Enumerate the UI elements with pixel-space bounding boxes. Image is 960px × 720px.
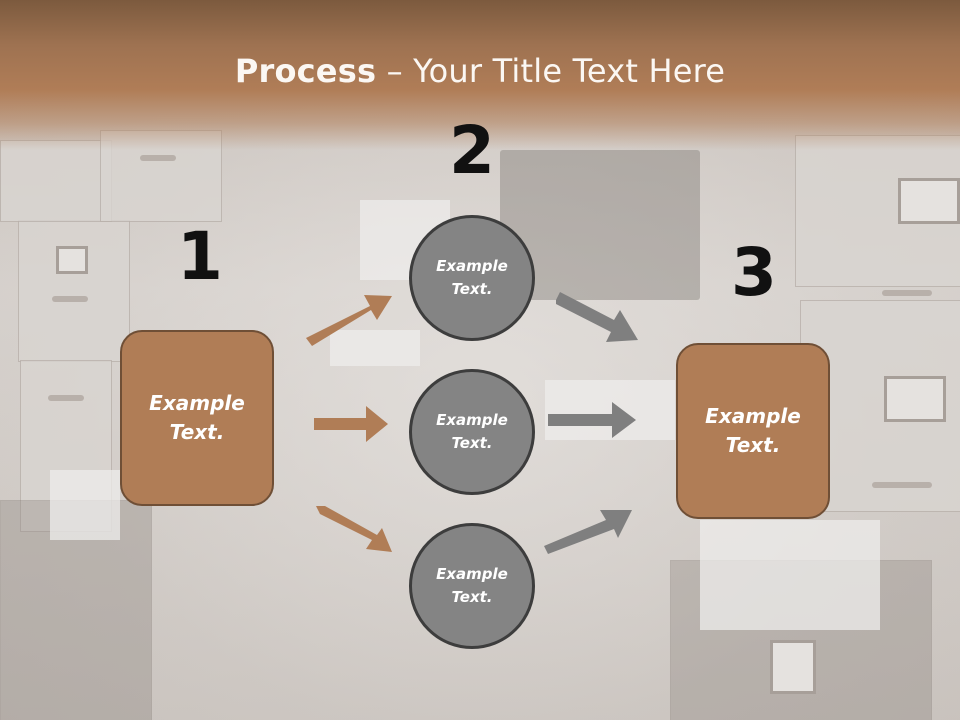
arrow-to-circle-1	[306, 295, 392, 346]
step-number-1: 1	[177, 218, 223, 295]
circle-3-line1: Example	[436, 565, 508, 583]
circle-2-line2: Text.	[451, 434, 493, 452]
circle-1-line2: Text.	[451, 280, 493, 298]
arrow-from-circle-2	[548, 402, 636, 438]
start-box-line2: Text.	[169, 420, 225, 444]
title-bold: Process	[234, 52, 377, 90]
title-bar	[0, 0, 960, 150]
end-box-line1: Example	[705, 404, 801, 428]
start-box: Example Text.	[120, 330, 274, 506]
arrow-from-circle-3	[544, 510, 632, 554]
process-circle-1: Example Text.	[409, 215, 535, 341]
end-box: Example Text.	[676, 343, 830, 519]
circle-1-line1: Example	[436, 257, 508, 275]
circle-3-line2: Text.	[451, 588, 493, 606]
end-box-line2: Text.	[725, 433, 781, 457]
process-circle-3: Example Text.	[409, 523, 535, 649]
process-circle-2: Example Text.	[409, 369, 535, 495]
step-number-3: 3	[731, 234, 777, 311]
title-rest: – Your Title Text Here	[376, 52, 726, 90]
start-box-line1: Example	[149, 391, 245, 415]
arrow-to-circle-2	[314, 406, 388, 442]
arrow-to-circle-3	[316, 506, 392, 552]
arrow-from-circle-1	[556, 292, 638, 342]
page-title: Process – Your Title Text Here	[0, 52, 960, 90]
circle-2-line1: Example	[436, 411, 508, 429]
step-number-2: 2	[449, 112, 495, 189]
